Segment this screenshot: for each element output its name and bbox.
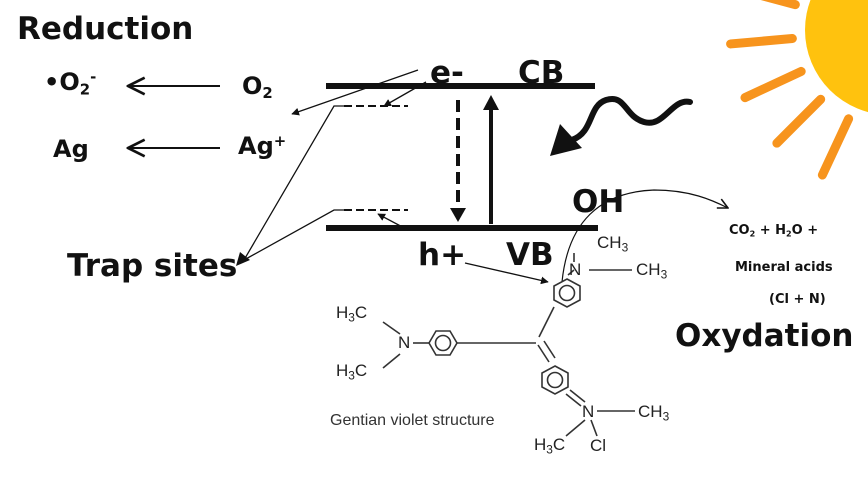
nitrogen-right: N (569, 260, 582, 279)
oxygen-label: O2 (242, 72, 273, 103)
hole-label: h+ (418, 237, 467, 273)
products-label: CO2 + H2O + (729, 223, 819, 239)
methyl-top: CH3 (597, 233, 629, 255)
benzene-ring-bottom (541, 365, 569, 395)
electron-to-trap-arrow (383, 81, 427, 107)
oxydation-title: Oxydation (675, 318, 854, 354)
sun-ray-5 (726, 34, 797, 49)
cl-n-label: (Cl + N) (769, 292, 826, 307)
silver-ion-label: Ag+ (238, 132, 287, 161)
excitation-arrowhead (483, 95, 499, 110)
structure-caption: Gentian violet structure (330, 412, 495, 429)
valence-band-label: VB (506, 237, 554, 273)
oxidation-curve-arrow (561, 189, 728, 283)
conduction-band-label: CB (518, 55, 565, 91)
electron-label: e- (430, 55, 464, 91)
benzene-ring-left (428, 330, 458, 356)
electron-to-o2-arrow (291, 69, 419, 116)
methyl-bottom: H3C (534, 435, 566, 457)
trap-site-line-lower (243, 209, 344, 261)
sun-ray-3 (772, 94, 826, 148)
sun-ray-2 (817, 114, 854, 180)
hole-to-trap-arrow (377, 213, 409, 231)
mineral-acids-label: Mineral acids (735, 260, 833, 275)
reduction-title: Reduction (17, 11, 194, 47)
trap-sites-arrowhead (236, 252, 250, 266)
hydroxyl-label: OH (572, 184, 625, 220)
trap-sites-label: Trap sites (67, 248, 238, 284)
chlorine-label: Cl (590, 436, 607, 455)
trap-site-line-upper (243, 105, 344, 261)
methyl-bottom-right: CH3 (638, 402, 670, 424)
nitrogen-left: N (398, 333, 411, 352)
nitrogen-bottom: N (582, 402, 595, 421)
benzene-ring-top (553, 278, 581, 308)
hole-to-molecule-arrow (464, 262, 549, 285)
light-wave-arrowhead (550, 124, 582, 156)
gentian-violet-structure (382, 253, 635, 437)
superoxide-label: •O2- (44, 68, 97, 99)
sun-rays (726, 0, 854, 180)
methyl-top-left: H3C (336, 303, 368, 325)
light-wave-arrow (569, 96, 693, 143)
methyl-right: CH3 (636, 260, 668, 282)
recombination-arrowhead (450, 208, 466, 222)
sun-ray-6 (760, 0, 800, 10)
sun-ray-4 (740, 66, 806, 103)
silver-label: Ag (53, 135, 89, 163)
sun-icon (726, 0, 868, 180)
sun-core (805, 0, 868, 113)
methyl-bottom-left: H3C (336, 361, 368, 383)
